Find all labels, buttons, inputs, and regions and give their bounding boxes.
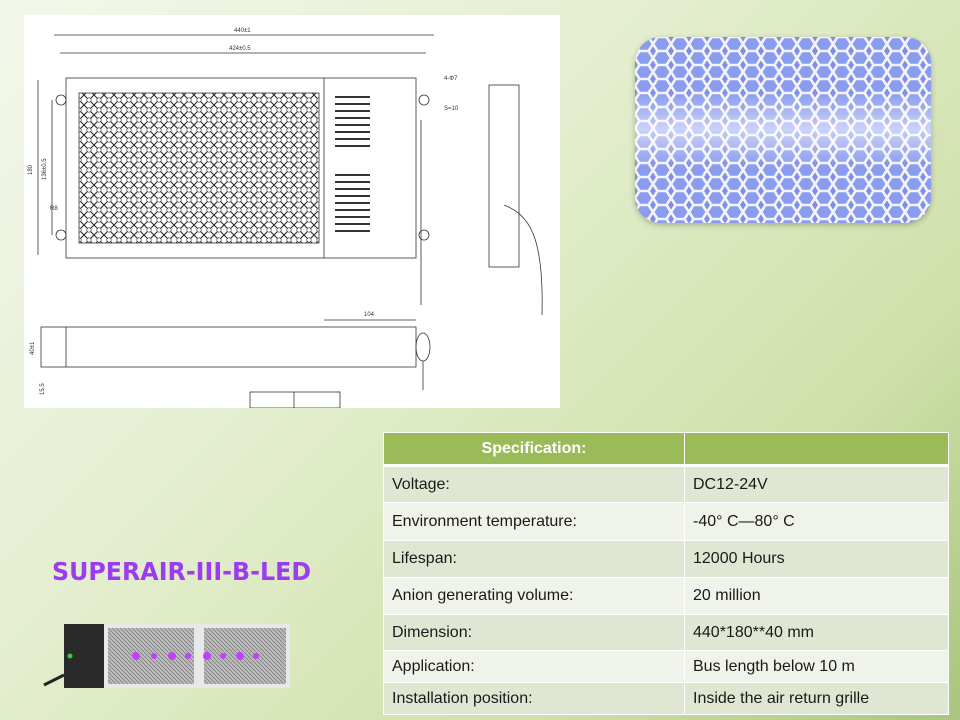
row-label: Dimension: — [383, 614, 685, 651]
table-row: Environment temperature:-40° C—80° C — [383, 502, 949, 541]
dim-s: S=10 — [444, 106, 459, 112]
header-specification: Specification: — [383, 432, 685, 467]
row-value: Inside the air return grille — [684, 682, 949, 715]
row-label: Application: — [383, 650, 685, 683]
table-row: Voltage:DC12-24V — [383, 465, 949, 503]
row-value: DC12-24V — [684, 465, 949, 503]
row-label: Anion generating volume: — [383, 577, 685, 615]
dim-40: 40±1 — [30, 341, 36, 355]
table-row: Dimension:440*180**40 mm — [383, 614, 949, 651]
mesh-closeup-photo — [635, 37, 931, 223]
row-label: Voltage: — [383, 465, 685, 503]
table-row: Anion generating volume:20 million — [383, 577, 949, 615]
row-value: Bus length below 10 m — [684, 650, 949, 683]
row-label: Environment temperature: — [383, 502, 685, 541]
dim-180: 180 — [28, 164, 34, 175]
dim-holes: 4-Φ7 — [444, 76, 458, 82]
spec-table: Specification: Voltage:DC12-24V Environm… — [383, 432, 949, 715]
table-row: Application:Bus length below 10 m — [383, 650, 949, 683]
table-row: Lifespan:12000 Hours — [383, 540, 949, 578]
row-value: 12000 Hours — [684, 540, 949, 578]
dim-440: 440±1 — [234, 28, 251, 34]
row-value: -40° C—80° C — [684, 502, 949, 541]
product-title: SUPERAIR-III-B-LED — [52, 557, 312, 586]
header-value — [684, 432, 949, 467]
dim-424: 424±0.5 — [229, 46, 251, 52]
dim-r8: R8 — [50, 206, 58, 212]
table-row: Installation position:Inside the air ret… — [383, 682, 949, 715]
dim-136: 136±0.5 — [42, 158, 48, 180]
dim-104: 104 — [364, 312, 375, 318]
dim-15: 15.5 — [40, 383, 46, 395]
row-value: 440*180**40 mm — [684, 614, 949, 651]
product-photo — [40, 620, 310, 692]
row-label: Installation position: — [383, 682, 685, 715]
row-value: 20 million — [684, 577, 949, 615]
table-header-row: Specification: — [383, 432, 949, 467]
technical-drawing: 440±1 424±0.5 180 136±0.5 R8 4-Φ7 S=10 1… — [24, 15, 560, 409]
row-label: Lifespan: — [383, 540, 685, 578]
